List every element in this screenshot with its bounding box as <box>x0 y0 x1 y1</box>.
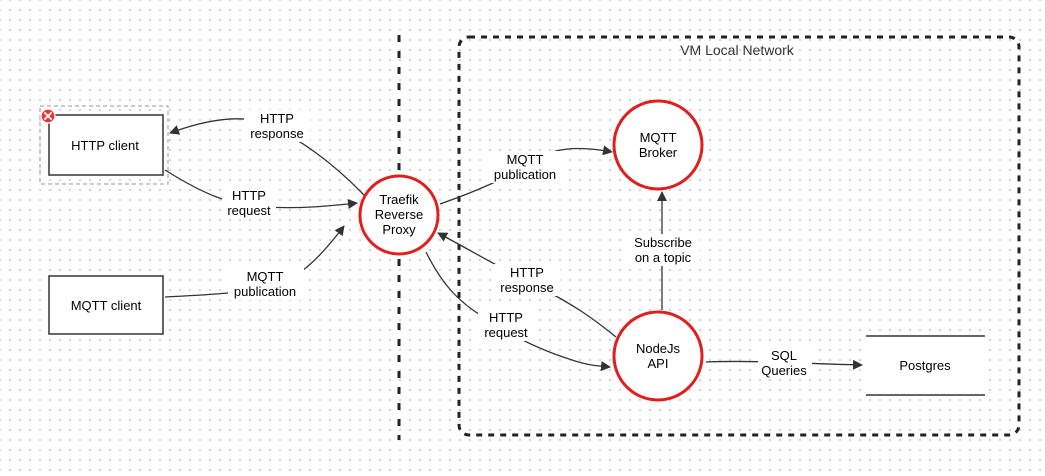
label-sql-queries: SQL Queries <box>758 347 812 379</box>
mqtt-broker-label-line2: Broker <box>639 145 678 160</box>
traefik-node[interactable]: Traefik Reverse Proxy <box>358 174 440 256</box>
mqtt-client-label: MQTT client <box>71 298 142 313</box>
label-line: on a topic <box>635 250 692 265</box>
nodejs-api-label-line2: API <box>648 356 669 371</box>
label-line: MQTT <box>247 269 284 284</box>
mqtt-broker-circle <box>612 99 704 191</box>
label-line: publication <box>494 167 556 182</box>
postgres-label: Postgres <box>899 358 951 373</box>
label-line: HTTP <box>260 111 294 126</box>
label-http-response-out: HTTP response <box>244 110 310 142</box>
nodejs-api-circle <box>612 310 704 402</box>
label-line: HTTP <box>232 188 266 203</box>
postgres-bg <box>866 336 985 395</box>
vm-network-boundary <box>457 35 1021 437</box>
mqtt-client-node[interactable]: MQTT client <box>48 275 164 335</box>
nodejs-api-label-line1: NodeJs <box>636 341 681 356</box>
mqtt-broker-node[interactable]: MQTT Broker <box>612 99 704 191</box>
label-mqtt-publication-broker: MQTT publication <box>488 151 564 183</box>
label-subscribe: Subscribe on a topic <box>626 234 700 266</box>
postgres-datastore[interactable]: Postgres <box>866 335 985 396</box>
label-line: Subscribe <box>634 235 692 250</box>
vm-network-title: VM Local Network <box>680 42 795 58</box>
traefik-circle <box>358 174 440 256</box>
label-http-response-api: HTTP response <box>494 264 560 296</box>
traefik-label-line3: Proxy <box>382 222 416 237</box>
traefik-label-line1: Traefik <box>379 192 419 207</box>
label-line: SQL <box>771 348 797 363</box>
label-line: request <box>227 203 271 218</box>
label-line: request <box>484 325 528 340</box>
mqtt-broker-label-line1: MQTT <box>640 130 677 145</box>
label-line: HTTP <box>510 265 544 280</box>
label-line: response <box>500 280 553 295</box>
traefik-label-line2: Reverse <box>375 207 423 222</box>
selection-outline <box>39 105 169 185</box>
label-line: Queries <box>761 363 807 378</box>
nodejs-api-node[interactable]: NodeJs API <box>612 310 704 402</box>
http-client-node[interactable]: HTTP client <box>39 105 169 185</box>
label-http-request-api: HTTP request <box>478 309 534 341</box>
label-line: publication <box>234 284 296 299</box>
label-mqtt-publication-in: MQTT publication <box>228 268 304 300</box>
http-client-label: HTTP client <box>71 138 139 153</box>
label-line: HTTP <box>489 310 523 325</box>
http-client-box <box>48 114 164 176</box>
mqtt-client-box <box>48 275 164 335</box>
label-http-request-in: HTTP request <box>222 187 276 219</box>
label-line: MQTT <box>507 152 544 167</box>
label-line: response <box>250 126 303 141</box>
close-icon[interactable] <box>40 108 56 124</box>
